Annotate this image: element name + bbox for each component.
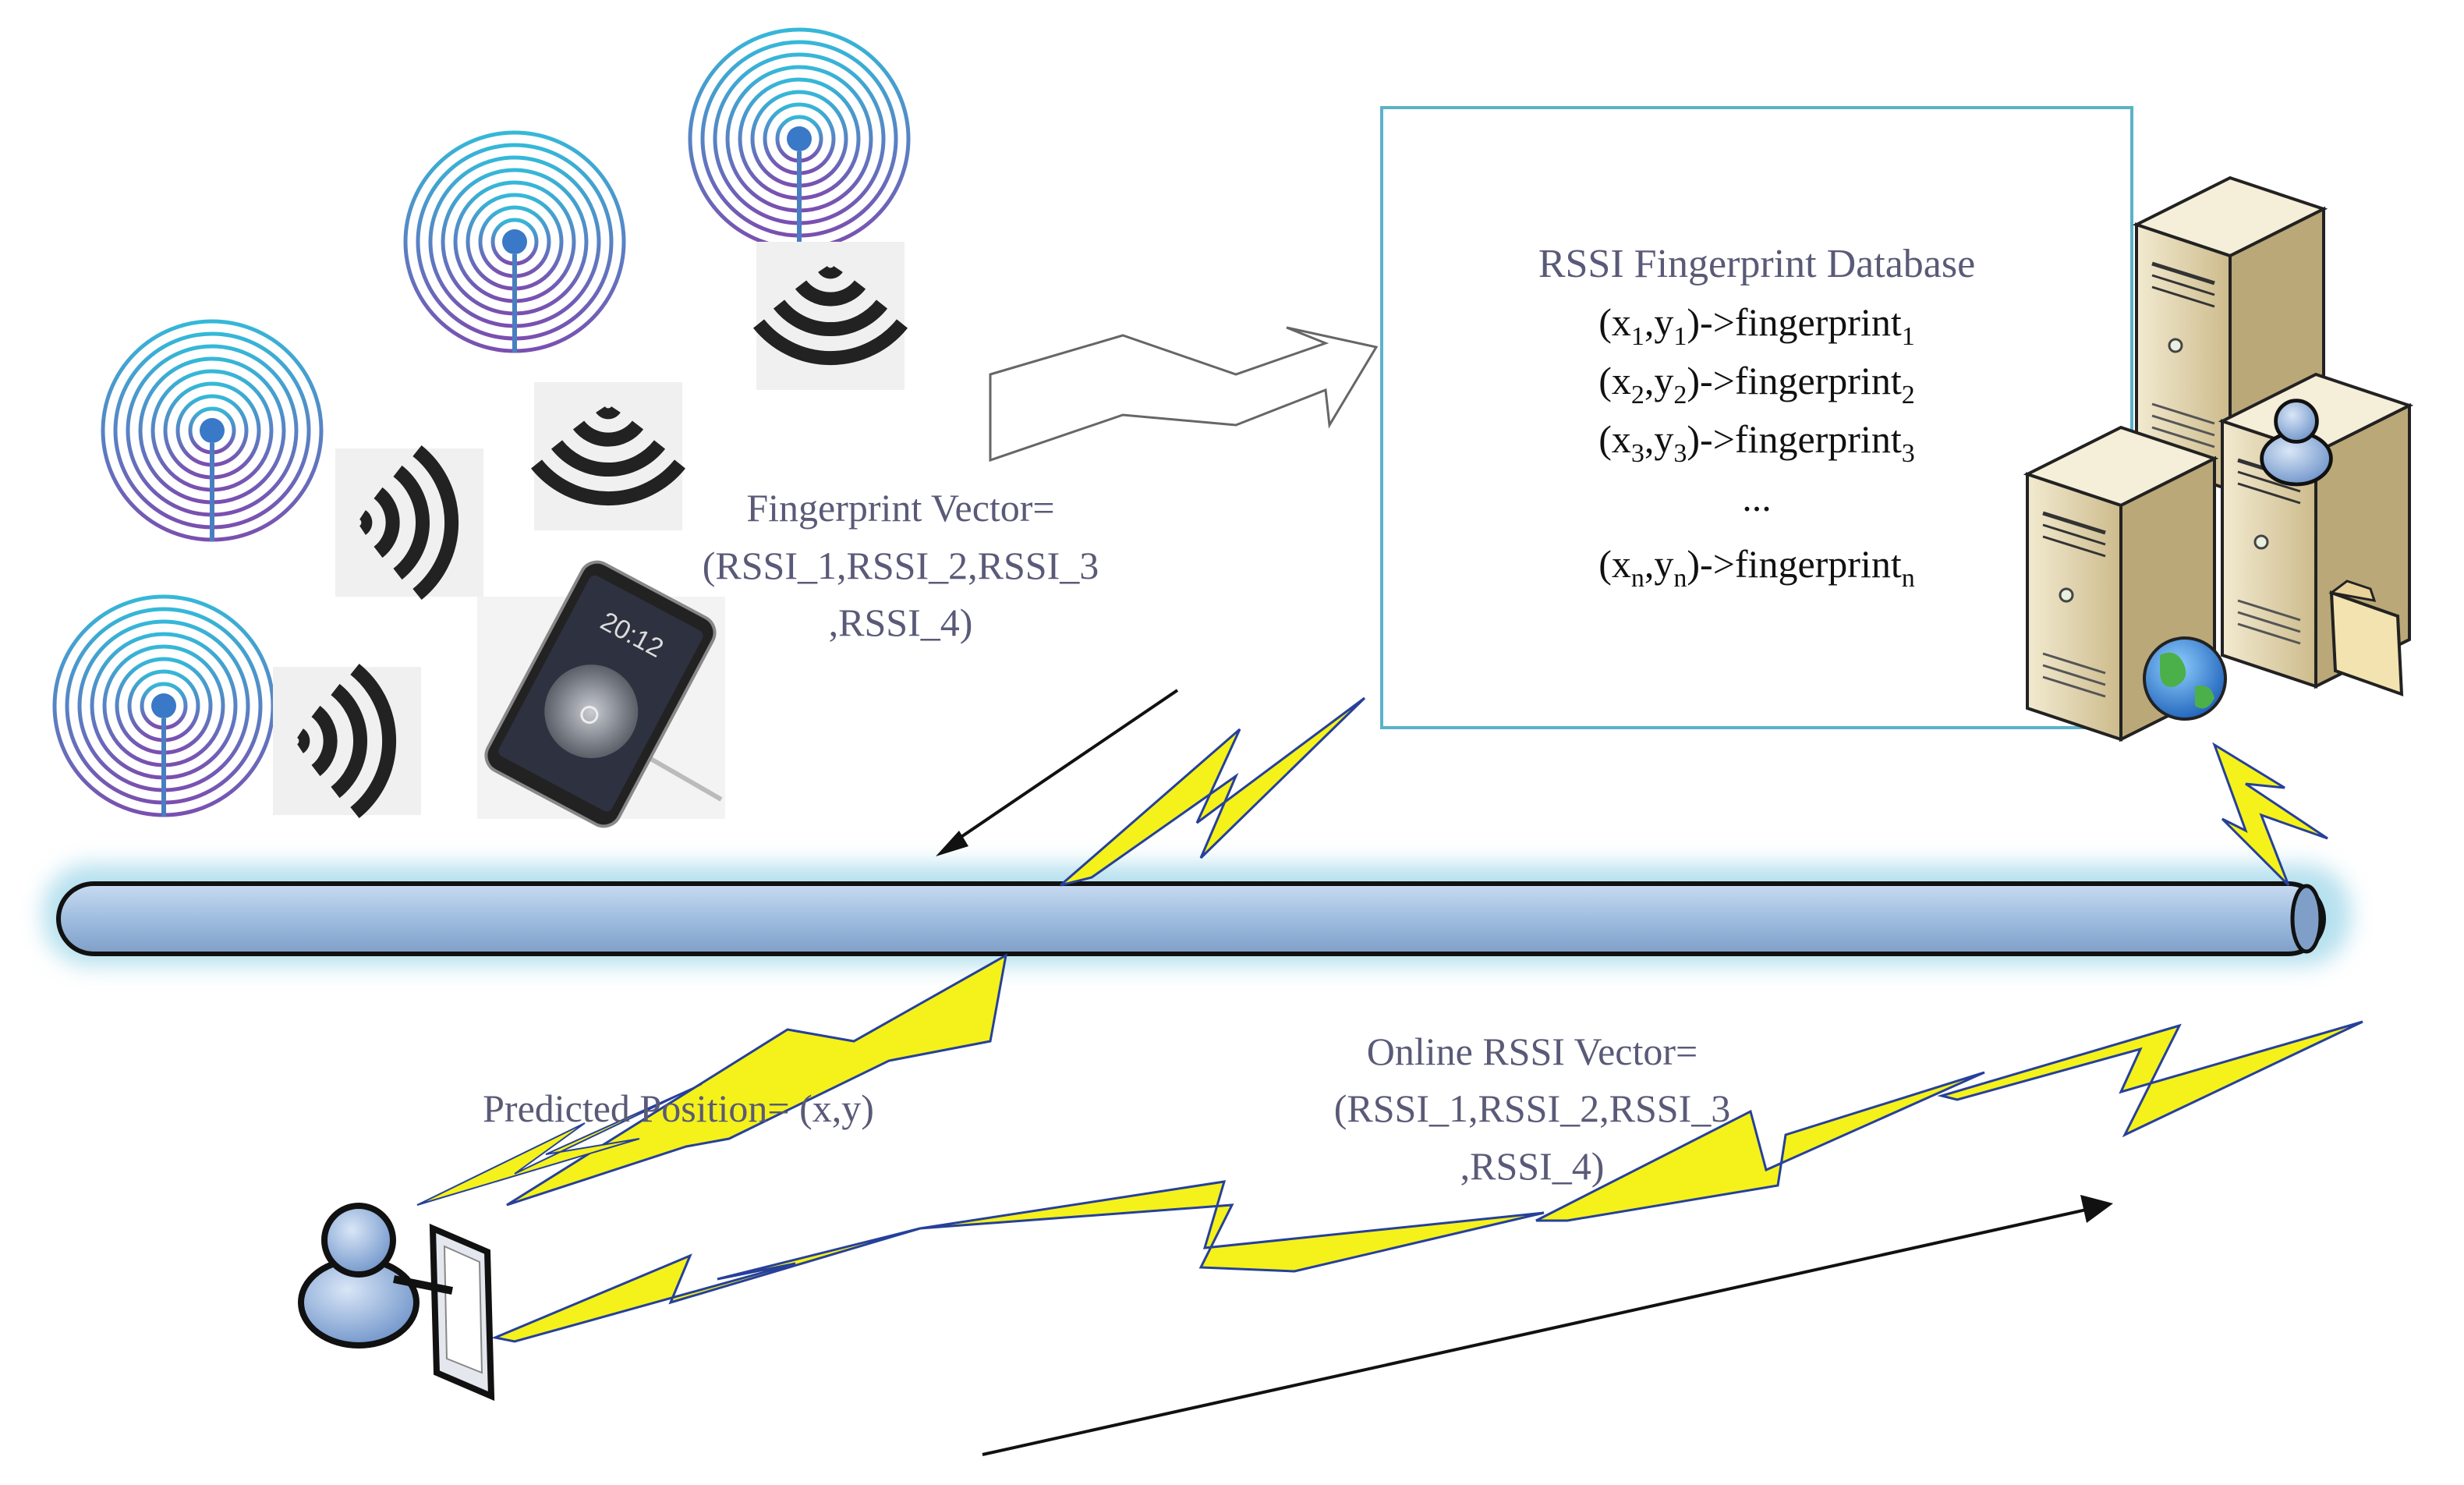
network-bus bbox=[43, 864, 2351, 966]
tablet-icon bbox=[429, 1223, 495, 1402]
access-point-icon bbox=[55, 597, 273, 817]
svg-text:(xn,yn)->fingerprintn: (xn,yn)->fingerprintn bbox=[1598, 542, 1914, 593]
database-entry: (x2,y2)->fingerprint2 bbox=[1598, 359, 1914, 409]
access-point-icon bbox=[103, 321, 321, 541]
database-entry: (x1,y1)->fingerprint1 bbox=[1598, 300, 1914, 351]
smartphone-icon: 20:12 bbox=[477, 560, 725, 828]
database-title: RSSI Fingerprint Database bbox=[1538, 242, 1975, 286]
svg-text:Online RSSI Vector=: Online RSSI Vector= bbox=[1367, 1030, 1698, 1073]
lightning-icon bbox=[2212, 742, 2328, 887]
server-cluster-icon bbox=[2027, 178, 2409, 739]
lightning-icon bbox=[1060, 696, 1366, 887]
svg-text:(RSSI_1,RSSI_2,RSSI_3: (RSSI_1,RSSI_2,RSSI_3 bbox=[703, 544, 1099, 587]
svg-text:,RSSI_4): ,RSSI_4) bbox=[829, 601, 973, 644]
folder-icon bbox=[2328, 579, 2404, 696]
fingerprint-vector-label: Fingerprint Vector= (RSSI_1,RSSI_2,RSSI_… bbox=[703, 486, 1099, 644]
database-ellipsis: ... bbox=[1742, 476, 1772, 519]
svg-text:Fingerprint Vector=: Fingerprint Vector= bbox=[746, 486, 1054, 530]
svg-text:(x3,y3)->fingerprint3: (x3,y3)->fingerprint3 bbox=[1598, 417, 1914, 468]
fingerprint-database-box: RSSI Fingerprint Database bbox=[1380, 106, 2133, 729]
upload-arrow bbox=[982, 1195, 2113, 1456]
database-entry: (x3,y3)->fingerprint3 bbox=[1598, 417, 1914, 468]
database-entry: (xn,yn)->fingerprintn bbox=[1598, 542, 1914, 593]
lightning-icon bbox=[490, 1227, 921, 1343]
svg-text:(x2,y2)->fingerprint2: (x2,y2)->fingerprint2 bbox=[1598, 359, 1914, 409]
access-point-icon bbox=[690, 30, 908, 250]
wifi-signal-icon bbox=[335, 448, 483, 597]
lightning-icon bbox=[1535, 1071, 1985, 1222]
lightning-icon bbox=[1937, 1020, 2363, 1138]
access-point-icon bbox=[405, 133, 624, 353]
svg-text:(x1,y1)->fingerprint1: (x1,y1)->fingerprint1 bbox=[1598, 300, 1914, 351]
svg-text:,RSSI_4): ,RSSI_4) bbox=[1460, 1144, 1605, 1188]
user-with-tablet bbox=[301, 1206, 495, 1402]
wifi-signal-icon bbox=[756, 242, 905, 390]
download-arrow bbox=[936, 689, 1179, 856]
upload-wave-arrow bbox=[989, 326, 1379, 463]
globe-icon bbox=[2143, 636, 2227, 721]
wifi-signal-icon bbox=[273, 667, 421, 815]
user-icon bbox=[301, 1206, 416, 1345]
lightning-icon bbox=[919, 1180, 1545, 1273]
lightning-icon bbox=[416, 1083, 703, 1206]
online-rssi-vector-label: Online RSSI Vector= (RSSI_1,RSSI_2,RSSI_… bbox=[1334, 1030, 1731, 1188]
predicted-position-label: Predicted Position= (x,y) bbox=[483, 1086, 874, 1130]
svg-text:(RSSI_1,RSSI_2,RSSI_3: (RSSI_1,RSSI_2,RSSI_3 bbox=[1334, 1086, 1731, 1130]
lightning-icon bbox=[506, 953, 1008, 1207]
wifi-signal-icon bbox=[534, 382, 682, 530]
